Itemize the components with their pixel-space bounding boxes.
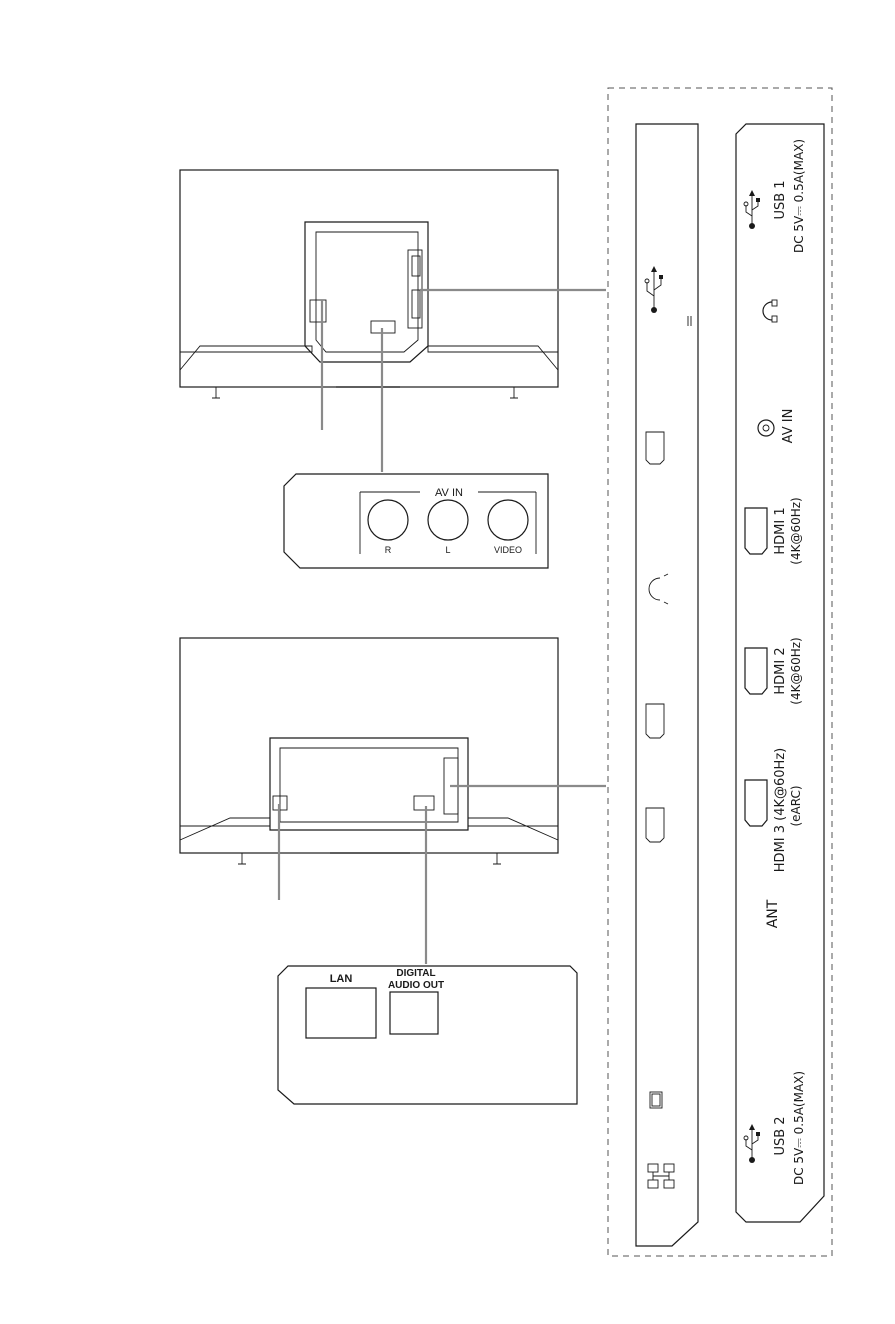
usb-icon [744,190,760,229]
hdmi-icon [745,780,767,826]
optical-icon [650,1092,662,1108]
hdmi-icon [646,704,664,738]
usb1-rating: DC 5V⎓ 0.5A(MAX) [792,139,806,253]
av-jack-icon [368,500,408,540]
av-jack-icon [758,420,774,436]
usb1-label: USB 1 [773,180,788,219]
hdmi1-label: HDMI 1 [773,507,788,554]
headphone-icon [649,574,668,604]
tv-rear-top [180,170,558,398]
tv-rear-bottom [180,638,558,864]
hdmi1-spec: (4K@60Hz) [789,497,803,564]
lan-icon [648,1164,674,1188]
optical-port [390,992,438,1034]
hdmi-icon [745,508,767,554]
av-jack-icon [488,500,528,540]
av-in-title: AV IN [435,487,463,499]
ant-label: ANT [765,899,781,928]
lan-port [306,988,376,1038]
lan-audio-callout: LAN DIGITAL AUDIO OUT [278,966,577,1104]
side-port-strip [636,124,698,1246]
hdmi-icon [745,648,767,694]
av-in-callout: AV IN R L VIDEO [284,474,548,568]
usb2-label: USB 2 [773,1116,788,1155]
digital-label-line2: AUDIO OUT [388,980,444,991]
av-jack-icon [428,500,468,540]
hdmi2-label: HDMI 2 [773,647,788,694]
digital-label-line1: DIGITAL [396,968,435,979]
av-in-label: AV IN [781,409,796,444]
av-jack-label-l: L [445,545,450,555]
usb-icon [645,266,663,313]
hdmi3-spec: (eARC) [789,785,803,826]
headphone-icon [763,300,777,322]
lan-label: LAN [330,973,353,985]
hdmi-icon [646,808,664,842]
labeled-port-panel: USB 1 DC 5V⎓ 0.5A(MAX) AV IN HDMI 1 (4K@… [736,124,824,1222]
hdmi3-label: HDMI 3 (4K@60Hz) [773,748,788,872]
hdmi2-spec: (4K@60Hz) [789,637,803,704]
hdmi-icon [646,432,664,464]
usb-icon [744,1124,760,1163]
av-jack-label-r: R [385,545,392,555]
usb2-rating: DC 5V⎓ 0.5A(MAX) [792,1071,806,1185]
av-jack-label-video: VIDEO [494,545,522,555]
